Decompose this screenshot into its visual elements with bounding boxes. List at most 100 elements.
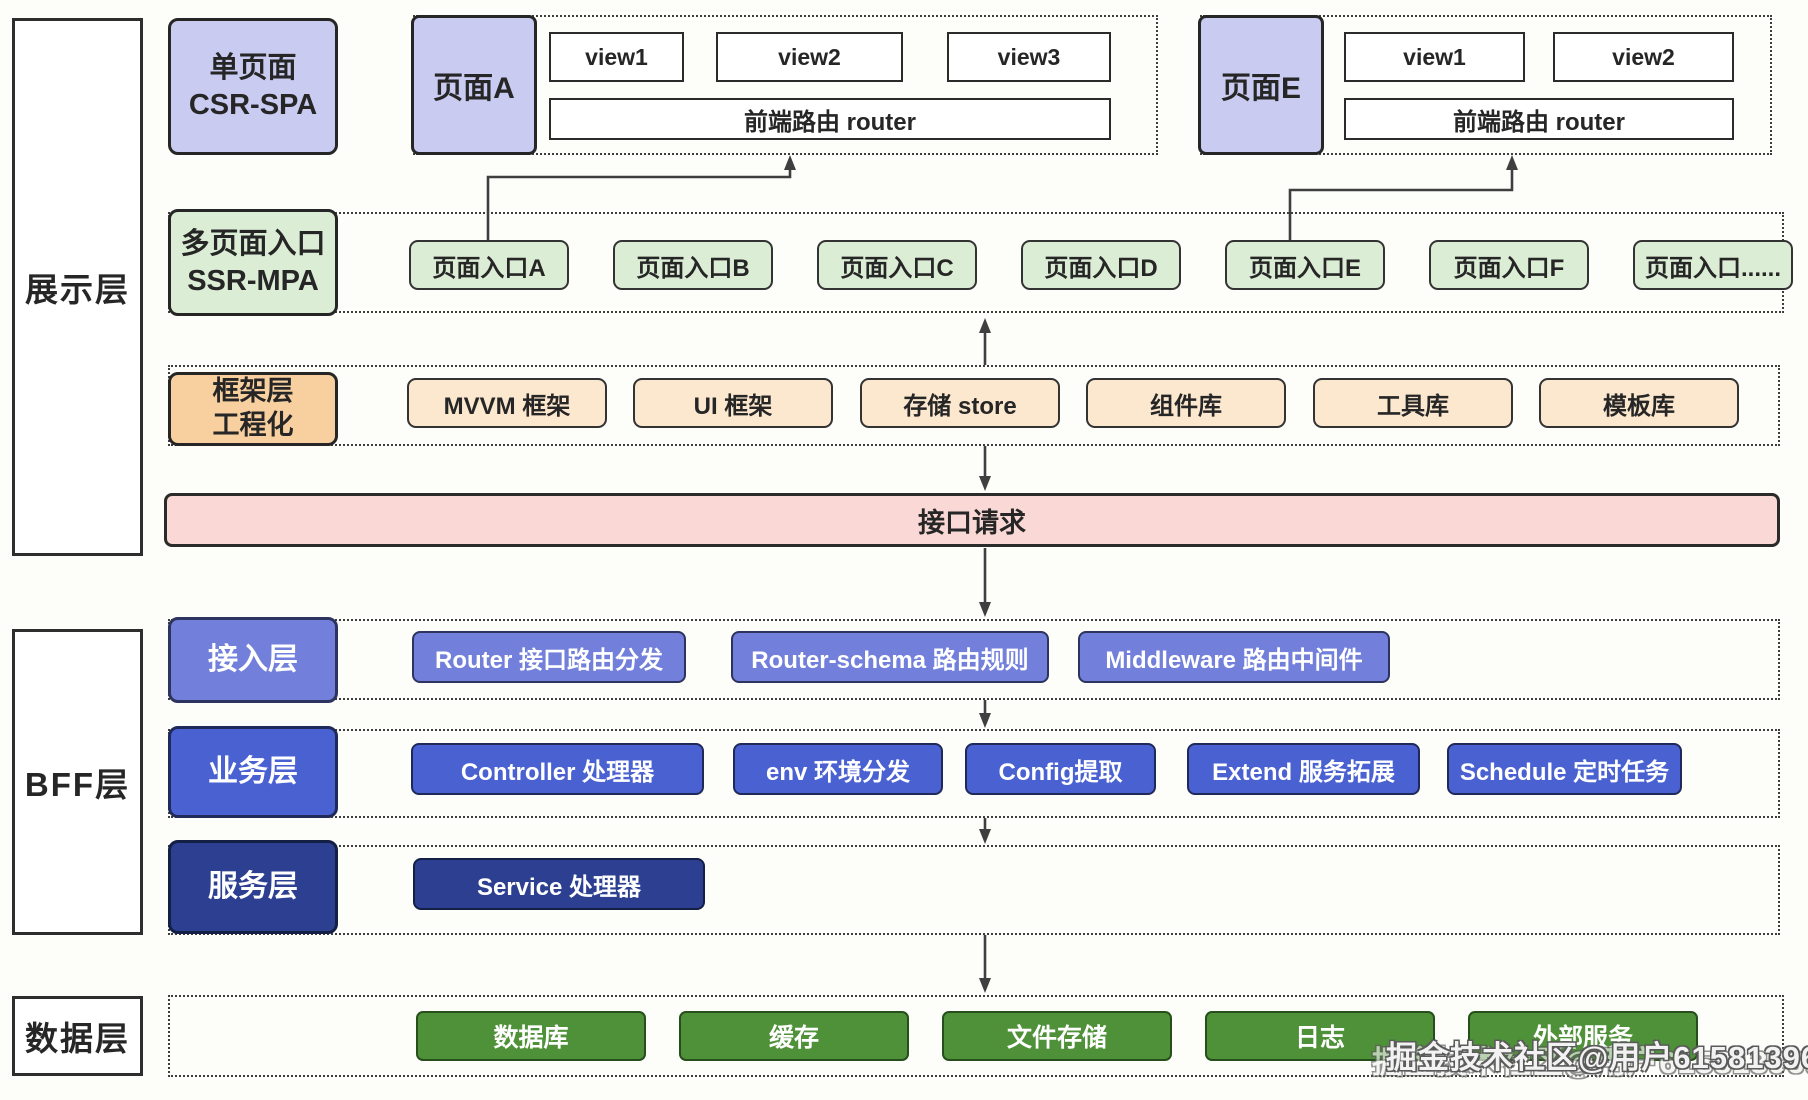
page-a-view1: view1 [549,32,684,82]
data-file-storage-text: 文件存储 [1006,1024,1107,1052]
framework-category-label: 框架层 工程化 [168,372,338,446]
page-entry-d: 页面入口D [1021,240,1181,290]
page-entry-f-text: 页面入口F [1453,254,1565,282]
page-a-view1-text: view1 [585,43,648,70]
layer-label-presentation-text: 展示层 [25,271,130,308]
business-category-text: 业务层 [208,755,298,789]
access-router-schema: Router-schema 路由规则 [731,631,1049,683]
arrowhead-down-api [979,476,991,491]
framework-components: 组件库 [1086,378,1286,428]
business-controller: Controller 处理器 [411,743,704,795]
access-middleware: Middleware 路由中间件 [1078,631,1390,683]
layer-label-bff: BFF层 [12,629,143,935]
page-entry-e-text: 页面入口E [1248,254,1361,282]
page-entry-e: 页面入口E [1225,240,1385,290]
layer-label-data: 数据层 [12,996,143,1076]
data-row-container [168,995,1784,1077]
data-external-service-text: 外部服务 [1532,1024,1633,1052]
business-schedule: Schedule 定时任务 [1447,743,1682,795]
page-a-router-text: 前端路由 router [743,108,916,136]
page-e-view2: view2 [1553,32,1734,82]
framework-ui-text: UI 框架 [693,392,773,420]
access-router: Router 接口路由分发 [412,631,686,683]
page-e-node: 页面E [1198,15,1324,155]
access-middleware-text: Middleware 路由中间件 [1105,646,1363,674]
page-e-router-text: 前端路由 router [1452,108,1625,136]
watermark-ghost: 掘金技术社区@用户615813969516 [1372,1045,1808,1080]
business-controller-text: Controller 处理器 [460,758,655,786]
page-entry-c: 页面入口C [817,240,977,290]
page-a-view3-text: view3 [997,43,1061,70]
access-router-text: Router 接口路由分发 [435,646,663,674]
page-entry-b-text: 页面入口B [636,254,750,282]
page-a-node: 页面A [411,15,537,155]
business-config: Config提取 [965,743,1156,795]
arrowhead-up-mpa [979,318,991,333]
arrowhead-down-service [979,829,991,844]
framework-category-line2: 工程化 [212,410,294,440]
framework-templates-text: 模板库 [1603,392,1675,420]
framework-category-line1: 框架层 [212,376,294,407]
framework-utils: 工具库 [1313,378,1513,428]
data-database-text: 数据库 [493,1024,569,1052]
business-env-text: env 环境分发 [765,758,911,786]
page-entry-b: 页面入口B [613,240,773,290]
business-schedule-text: Schedule 定时任务 [1459,758,1670,786]
framework-ui: UI 框架 [633,378,833,428]
data-log: 日志 [1205,1011,1435,1061]
layer-label-data-text: 数据层 [25,1020,130,1057]
business-env: env 环境分发 [733,743,943,795]
service-category-text: 服务层 [208,870,298,904]
framework-templates: 模板库 [1539,378,1739,428]
page-e-view1-text: view1 [1403,43,1466,70]
page-entry-c-text: 页面入口C [840,254,954,282]
mpa-category-line2: SSR-MPA [187,264,319,297]
api-request-bar: 接口请求 [164,493,1780,547]
spa-category-line2: CSR-SPA [188,88,318,121]
page-e-view1: view1 [1344,32,1525,82]
framework-mvvm: MVVM 框架 [407,378,607,428]
page-a-view2: view2 [716,32,903,82]
business-extend: Extend 服务拓展 [1187,743,1420,795]
data-file-storage: 文件存储 [942,1011,1172,1061]
framework-mvvm-text: MVVM 框架 [443,392,571,420]
data-log-text: 日志 [1294,1024,1345,1052]
arrowhead-down-access [979,602,991,617]
framework-components-text: 组件库 [1150,392,1222,420]
page-e-title: 页面E [1220,72,1301,105]
page-entry-more: 页面入口...... [1633,240,1793,290]
page-a-view2-text: view2 [778,43,841,70]
access-router-schema-text: Router-schema 路由规则 [751,646,1029,674]
arrowhead-entry-a [784,155,796,170]
layer-label-presentation: 展示层 [12,18,143,556]
page-entry-more-text: 页面入口...... [1644,254,1781,282]
access-category-label: 接入层 [168,617,338,703]
layer-label-bff-text: BFF层 [24,766,131,803]
page-e-router-bar: 前端路由 router [1344,98,1734,140]
business-category-label: 业务层 [168,726,338,818]
service-row-container [168,845,1780,935]
service-handler-text: Service 处理器 [476,873,642,901]
spa-category-label: 单页面 CSR-SPA [168,18,338,155]
spa-category-line1: 单页面 [209,52,297,85]
arrowhead-entry-e [1506,155,1518,170]
arrowhead-down-data [979,978,991,993]
page-e-view2-text: view2 [1612,43,1675,70]
watermark: 掘金技术社区@用户615813969516 [1386,1040,1808,1075]
access-category-text: 接入层 [208,643,298,677]
framework-store: 存储 store [860,378,1060,428]
business-extend-text: Extend 服务拓展 [1212,758,1395,786]
service-handler: Service 处理器 [413,858,705,910]
arrowhead-down-business [979,713,991,728]
page-a-view3: view3 [947,32,1111,82]
framework-store-text: 存储 store [903,392,1017,420]
mpa-category-label: 多页面入口 SSR-MPA [168,209,338,316]
page-entry-f: 页面入口F [1429,240,1589,290]
service-category-label: 服务层 [168,840,338,934]
mpa-category-line1: 多页面入口 [180,228,326,261]
page-a-router-bar: 前端路由 router [549,98,1111,140]
data-database: 数据库 [416,1011,646,1061]
data-cache-text: 缓存 [768,1024,819,1052]
